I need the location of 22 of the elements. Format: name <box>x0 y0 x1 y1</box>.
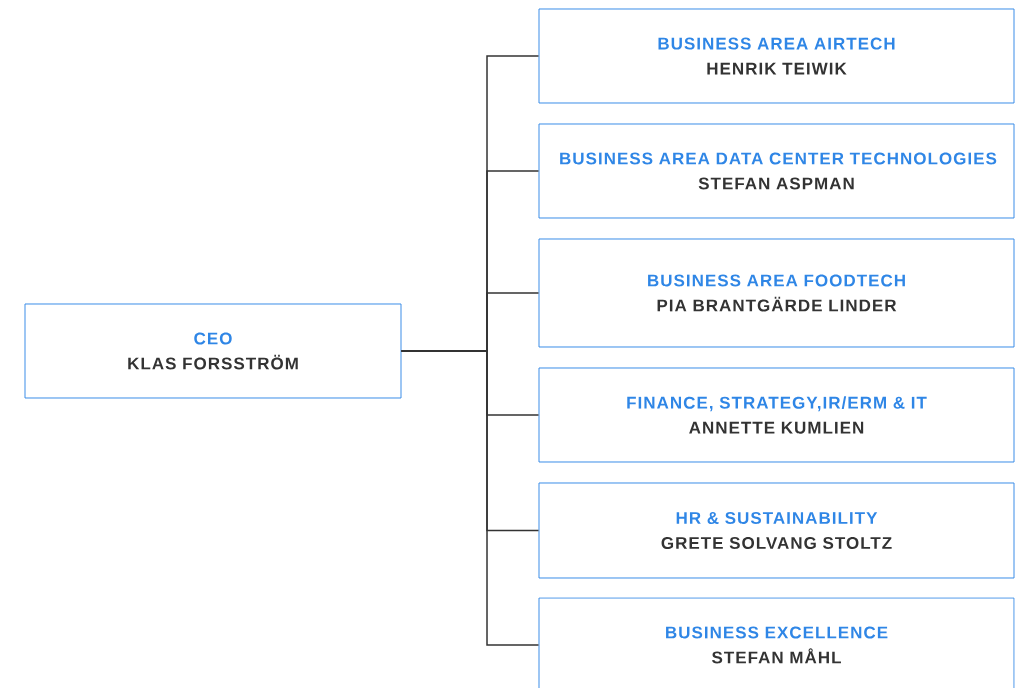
person-name: ANNETTE KUMLIEN <box>689 421 864 434</box>
role-title: CEO <box>194 332 232 345</box>
role-title: BUSINESS AREA DATA CENTER TECHNOLOGIES <box>560 152 997 165</box>
org-box <box>538 123 1015 219</box>
org-box <box>538 482 1015 579</box>
role-title: HR & SUSTAINABILITY <box>676 511 878 524</box>
person-name: STEFAN ASPMAN <box>698 177 854 190</box>
person-name: KLAS FORSSTRÖM <box>128 354 298 370</box>
person-name: PIA BRANTGÄRDE LINDER <box>657 296 897 312</box>
org-box <box>538 597 1015 688</box>
person-name: GRETE SOLVANG STOLTZ <box>661 536 892 549</box>
person-name: HENRIK TEIWIK <box>707 62 847 75</box>
role-title: FINANCE, STRATEGY,IR/ERM & IT <box>627 396 927 412</box>
org-box <box>24 303 402 399</box>
role-title: BUSINESS AREA FOODTECH <box>648 274 905 287</box>
connector-line <box>400 350 540 646</box>
org-box <box>538 8 1015 104</box>
org-box <box>538 238 1015 348</box>
role-title: BUSINESS AREA AIRTECH <box>658 37 895 50</box>
person-name: STEFAN MÅHL <box>712 648 841 664</box>
role-title: BUSINESS EXCELLENCE <box>666 626 888 639</box>
org-box <box>538 367 1015 463</box>
